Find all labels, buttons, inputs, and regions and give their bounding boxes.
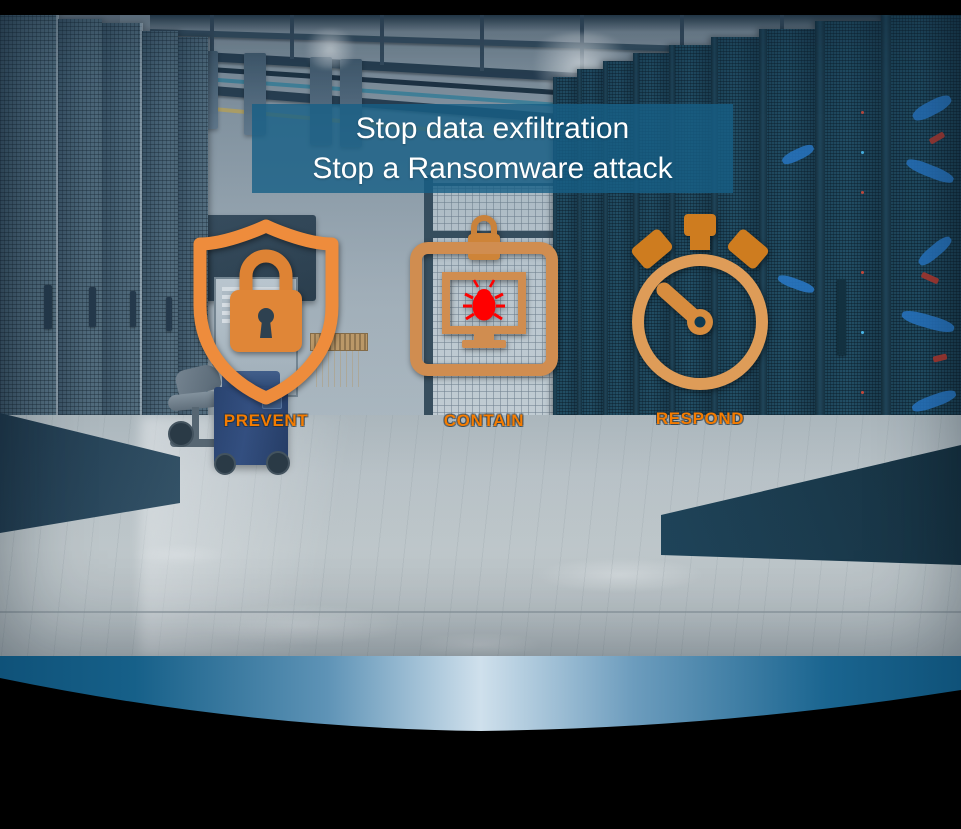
pillar-respond-label: RESPOND [655, 409, 745, 428]
server-rack-left-3 [102, 23, 142, 459]
cart-wheel-right [266, 451, 290, 475]
footer-chevron [0, 656, 961, 734]
pillar-prevent[interactable]: PREVENT [186, 214, 346, 431]
pillar-contain-label: CONTAIN [443, 411, 525, 430]
rack-edge-highlight-2 [140, 23, 143, 459]
title-banner: Stop data exfiltration Stop a Ransomware… [252, 104, 733, 193]
server-rack-left-2 [58, 19, 102, 471]
shield-lock-icon [186, 214, 346, 414]
chair-wheel [168, 421, 194, 447]
server-rack-left-4 [142, 31, 178, 449]
cart-wheel-left [214, 453, 236, 475]
monitor-bug-quarantine-icon [404, 214, 564, 414]
title-line-2: Stop a Ransomware attack [312, 151, 673, 185]
server-rack-left-1 [0, 15, 58, 485]
floor-seam-line [0, 611, 961, 613]
pillar-contain[interactable]: CONTAIN [404, 214, 564, 431]
chair-stem [192, 407, 199, 443]
pillar-prevent-label: PREVENT [223, 411, 309, 430]
pillar-respond[interactable]: RESPOND [620, 204, 780, 429]
cage-post-left [424, 175, 433, 465]
stopwatch-icon [620, 204, 780, 414]
rack-edge-highlight-1 [56, 15, 59, 485]
chair-base [170, 439, 222, 447]
title-line-1: Stop data exfiltration [355, 111, 630, 145]
ceiling-light-glow-1 [300, 29, 360, 69]
